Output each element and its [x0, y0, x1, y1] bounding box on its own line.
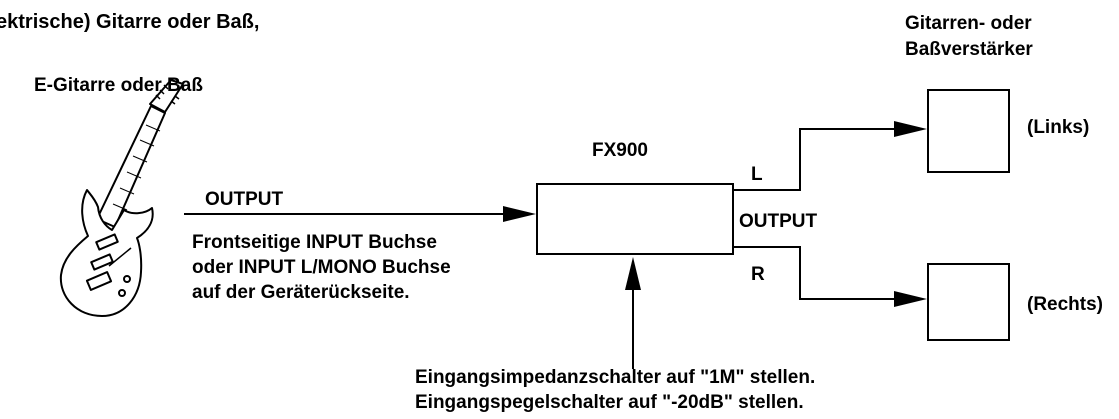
amp-right-label: (Rechts)	[1027, 293, 1103, 317]
note-line: Frontseitige INPUT Buchse	[192, 230, 451, 255]
arrow-right-icon	[894, 291, 927, 307]
switch-note: Eingangsimpedanzschalter auf "1M" stelle…	[415, 365, 815, 415]
arrow-right-icon	[894, 121, 927, 137]
note-line: auf der Geräterückseite.	[192, 280, 451, 305]
electric-guitar-icon	[61, 80, 183, 316]
fx900-label: FX900	[592, 139, 648, 163]
arrow-right-icon	[503, 206, 536, 222]
left-channel-label: L	[751, 163, 763, 187]
amp-left-box	[928, 90, 1009, 172]
note-line: oder INPUT L/MONO Buchse	[192, 255, 451, 280]
right-channel-label: R	[751, 263, 765, 287]
amp-heading: Gitarren- oder Baßverstärker	[905, 11, 1033, 63]
input-jack-note: Frontseitige INPUT Buchse oder INPUT L/M…	[192, 230, 451, 305]
fx900-box	[537, 184, 733, 254]
amp-heading-line: Gitarren- oder	[905, 11, 1033, 37]
guitar-label: E-Gitarre oder Baß	[34, 74, 203, 98]
guitar-output-label: OUTPUT	[205, 188, 283, 212]
arrow-up-icon	[625, 257, 641, 290]
note-line: Eingangspegelschalter auf "-20dB" stelle…	[415, 390, 815, 415]
amp-heading-line: Baßverstärker	[905, 37, 1033, 63]
fx-output-label: OUTPUT	[739, 210, 817, 234]
diagram-title: ektrische) Gitarre oder Baß,	[0, 10, 259, 34]
amp-left-label: (Links)	[1027, 116, 1089, 140]
amp-right-box	[928, 264, 1009, 340]
note-line: Eingangsimpedanzschalter auf "1M" stelle…	[415, 365, 815, 390]
